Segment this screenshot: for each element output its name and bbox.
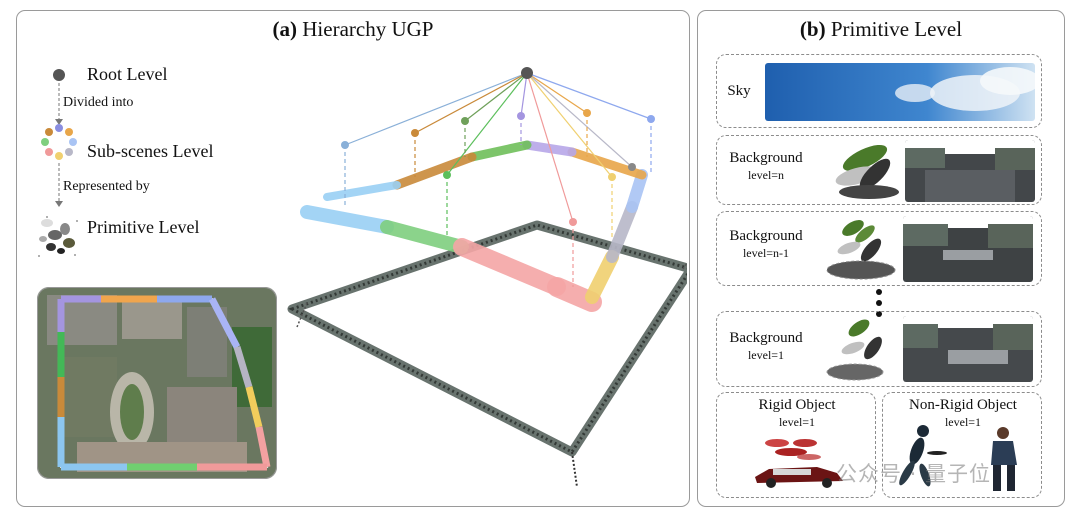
- divided-into-label: Divided into: [63, 95, 134, 110]
- represented-by-label: Represented by: [63, 179, 150, 194]
- background-n-1-primitives: [826, 220, 896, 280]
- hierarchy-legend: [38, 69, 78, 257]
- root-tree: [341, 67, 655, 287]
- nonrigid-object-level: level=1: [944, 415, 982, 429]
- watermark-text: 公众号 · 量子位: [836, 462, 992, 486]
- rigid-car-image: [755, 439, 843, 488]
- row-background-1-level: level=1: [747, 348, 785, 362]
- panel-b-tag: (b): [799, 17, 826, 41]
- subscene-ring-icon: [41, 124, 77, 160]
- satellite-map-image: [37, 287, 277, 479]
- hierarchy-3d-scene: [287, 67, 687, 488]
- root-level-label: Root Level: [87, 64, 168, 84]
- primitive-level-label: Primitive Level: [87, 217, 200, 237]
- row-background-n-1-label: Background level=n-1: [721, 228, 811, 262]
- nonrigid-person-image: [899, 425, 1017, 491]
- root-node-icon: [53, 69, 65, 81]
- subscene-colored-loop: [300, 140, 648, 312]
- panel-a-tag: (a): [272, 17, 298, 41]
- row-nonrigid-object: Non-Rigid Object level=1: [882, 392, 1042, 498]
- row-background-n-level: level=n: [747, 168, 785, 182]
- row-background-1-label: Background level=1: [721, 330, 811, 364]
- row-background-n-1: Background level=n-1: [716, 211, 1042, 286]
- panel-hierarchy-ugp: (a) Hierarchy UGP: [16, 10, 690, 507]
- row-background-n-label: Background level=n: [721, 150, 811, 184]
- row-sky-label: Sky: [727, 83, 751, 99]
- row-rigid-object: Rigid Object level=1: [716, 392, 876, 498]
- sky-image: [765, 63, 1035, 121]
- background-1-render: [903, 316, 1033, 382]
- background-n-1-render: [903, 216, 1033, 282]
- background-n-primitives: [835, 144, 899, 199]
- row-background-n-1-level: level=n-1: [742, 246, 790, 260]
- panel-primitive-level: (b) Primitive Level Sky Background level…: [697, 10, 1065, 507]
- rigid-object-label: Rigid Object level=1: [717, 397, 877, 431]
- row-background-1: Background level=1: [716, 311, 1042, 387]
- ellipsis-icon: [876, 289, 882, 322]
- panel-a-title: (a) Hierarchy UGP: [17, 17, 689, 42]
- row-sky: Sky: [716, 54, 1042, 128]
- nonrigid-object-label: Non-Rigid Object level=1: [883, 397, 1043, 431]
- panel-b-title: (b) Primitive Level: [698, 17, 1064, 42]
- primitive-blobs-icon: [38, 216, 78, 257]
- root-node: [521, 67, 533, 79]
- rigid-object-level: level=1: [778, 415, 816, 429]
- panel-b-title-text: Primitive Level: [830, 17, 963, 41]
- panel-a-title-text: Hierarchy UGP: [302, 17, 434, 41]
- row-background-n: Background level=n: [716, 135, 1042, 205]
- background-n-render: [905, 140, 1035, 202]
- background-1-primitives: [826, 319, 884, 381]
- subscenes-level-label: Sub-scenes Level: [87, 141, 214, 161]
